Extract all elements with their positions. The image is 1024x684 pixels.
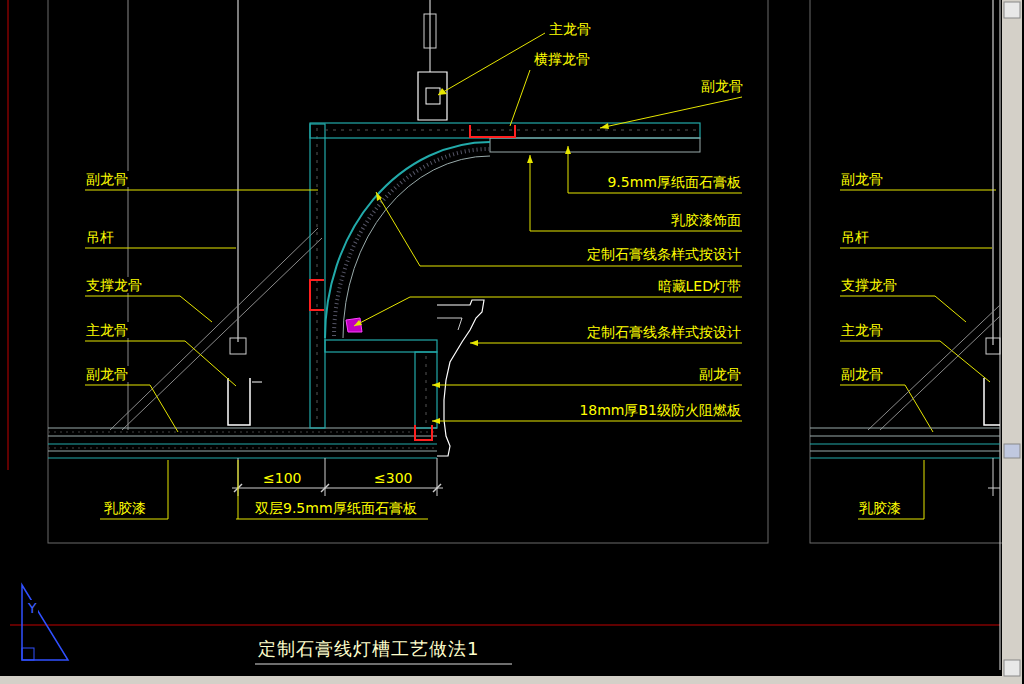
sub-keel-label: 副龙骨 [700,78,744,94]
paint-label: 乳胶漆 [858,500,902,516]
main-keel-label: 主龙骨 [548,21,592,37]
drawing-title: 定制石膏线灯槽工艺做法1 [258,638,479,660]
support-keel-label: 支撑龙骨 [840,277,898,293]
sub-keel-label: 副龙骨 [85,366,129,382]
support-keel-label: 支撑龙骨 [85,277,143,293]
molding-label: 定制石膏线条样式按设计 [586,324,742,340]
led-strip-label: 暗藏LED灯带 [657,278,742,294]
hanger-rod-label: 吊杆 [840,229,870,245]
paint-finish-label: 乳胶漆饰面 [670,212,742,228]
main-keel-label: 主龙骨 [840,322,884,338]
dimension: ≤100 [262,470,302,486]
sub-keel-label: 副龙骨 [840,171,884,187]
sub-keel-label: 副龙骨 [85,171,129,187]
paint-label: 乳胶漆 [103,500,147,516]
main-keel-label: 主龙骨 [85,322,129,338]
cross-keel-label: 横撑龙骨 [533,51,591,67]
gypsum-board-label: 双层9.5mm厚纸面石膏板 [254,500,418,516]
sub-keel-label: 副龙骨 [698,366,742,382]
dimension: ≤300 [373,470,413,486]
molding-label: 定制石膏线条样式按设计 [586,246,742,262]
sub-keel-label: 副龙骨 [840,366,884,382]
gypsum-board-label: 9.5mm厚纸面石膏板 [606,174,742,190]
hanger-rod-label: 吊杆 [85,229,115,245]
axis-letter: Y [27,600,38,616]
fire-board-label: 18mm厚B1级防火阻燃板 [578,402,742,418]
